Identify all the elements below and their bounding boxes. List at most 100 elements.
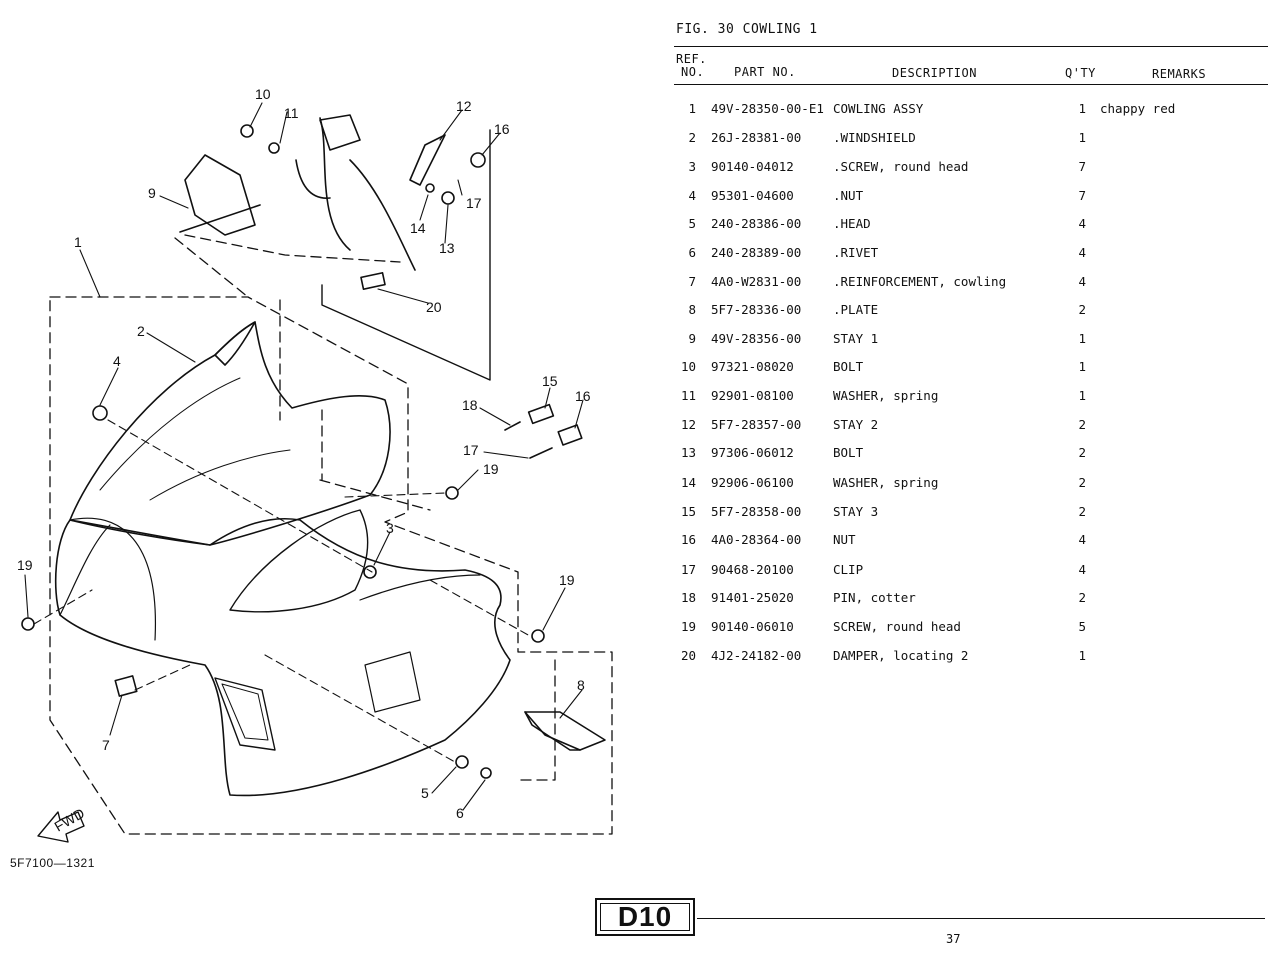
part-description: .REINFORCEMENT, cowling bbox=[833, 274, 1007, 289]
callout-label: 14 bbox=[410, 220, 426, 236]
fwd-label: FWD bbox=[52, 805, 88, 835]
part-number: 5F7-28336-00 bbox=[711, 302, 802, 317]
header-qty: Q'TY bbox=[1065, 66, 1096, 80]
callout-label: 13 bbox=[439, 240, 455, 256]
ref-number: 20 bbox=[680, 648, 696, 663]
cowling-boundary bbox=[49, 296, 613, 835]
page-number: 37 bbox=[946, 932, 961, 946]
drawing-number: 5F7100—1321 bbox=[10, 856, 95, 870]
part-number: 49V-28356-00 bbox=[711, 331, 802, 346]
quantity: 1 bbox=[1078, 331, 1086, 346]
ref-number: 13 bbox=[680, 445, 696, 460]
callout-label: 19 bbox=[483, 461, 499, 477]
part-description: NUT bbox=[833, 532, 856, 547]
part-description: BOLT bbox=[833, 445, 864, 460]
part-description: .HEAD bbox=[833, 216, 871, 231]
footer-rule bbox=[697, 918, 1265, 919]
fwd-arrow-icon bbox=[37, 811, 85, 843]
part-description: SCREW, round head bbox=[833, 619, 961, 634]
part-number: 4J2-24182-00 bbox=[711, 648, 802, 663]
part-number: 91401-25020 bbox=[711, 590, 794, 605]
windshield-outline bbox=[69, 321, 391, 546]
header-ref: REF. bbox=[676, 52, 707, 66]
callout-label: 16 bbox=[494, 121, 510, 137]
callout-label: 5 bbox=[421, 785, 429, 801]
remarks: chappy red bbox=[1100, 101, 1176, 116]
quantity: 1 bbox=[1078, 648, 1086, 663]
callout-label: 2 bbox=[137, 323, 145, 339]
quantity: 5 bbox=[1078, 619, 1086, 634]
part-description: WASHER, spring bbox=[833, 475, 939, 490]
part-description: .NUT bbox=[833, 188, 864, 203]
part-description: .RIVET bbox=[833, 245, 879, 260]
ref-number: 11 bbox=[680, 388, 696, 403]
quantity: 2 bbox=[1078, 417, 1086, 432]
part-number: 92906-06100 bbox=[711, 475, 794, 490]
callout-label: 3 bbox=[386, 520, 394, 536]
ref-number: 19 bbox=[680, 619, 696, 634]
page-code-box: D10 bbox=[595, 898, 695, 936]
callout-label: 16 bbox=[575, 388, 591, 404]
header-description: DESCRIPTION bbox=[892, 66, 977, 80]
quantity: 4 bbox=[1078, 216, 1086, 231]
callout-label: 15 bbox=[542, 373, 558, 389]
part-number: 95301-04600 bbox=[711, 188, 794, 203]
part-description: CLIP bbox=[833, 562, 864, 577]
ref-number: 8 bbox=[688, 302, 696, 317]
callout-label: 1 bbox=[74, 234, 82, 250]
ref-number: 1 bbox=[688, 101, 696, 116]
part-number: 49V-28350-00-E1 bbox=[711, 101, 824, 116]
quantity: 2 bbox=[1078, 302, 1086, 317]
part-description: COWLING ASSY bbox=[833, 101, 924, 116]
part-description: PIN, cotter bbox=[833, 590, 916, 605]
figure-title: FIG. 30 COWLING 1 bbox=[676, 22, 818, 37]
ref-number: 16 bbox=[680, 532, 696, 547]
ref-number: 6 bbox=[688, 245, 696, 260]
callout-label: 17 bbox=[466, 195, 482, 211]
part-number: 90140-06010 bbox=[711, 619, 794, 634]
quantity: 7 bbox=[1078, 188, 1086, 203]
callout-label: 9 bbox=[148, 185, 156, 201]
callout-label: 7 bbox=[102, 737, 110, 753]
part-description: BOLT bbox=[833, 359, 864, 374]
callout-label: 10 bbox=[255, 86, 271, 102]
callout-label: 11 bbox=[284, 105, 299, 121]
quantity: 4 bbox=[1078, 274, 1086, 289]
quantity: 4 bbox=[1078, 245, 1086, 260]
part-description: DAMPER, locating 2 bbox=[833, 648, 969, 663]
part-number: 90468-20100 bbox=[711, 562, 794, 577]
plate-part bbox=[524, 711, 606, 751]
ref-number: 18 bbox=[680, 590, 696, 605]
part-description: .PLATE bbox=[833, 302, 879, 317]
ref-number: 12 bbox=[680, 417, 696, 432]
callout-label: 18 bbox=[462, 397, 478, 413]
part-number: 240-28386-00 bbox=[711, 216, 802, 231]
quantity: 7 bbox=[1078, 159, 1086, 174]
table-row: 20 4J2-24182-00 DAMPER, locating 2 1 bbox=[0, 648, 1271, 668]
part-description: .SCREW, round head bbox=[833, 159, 969, 174]
quantity: 2 bbox=[1078, 445, 1086, 460]
ref-number: 15 bbox=[680, 504, 696, 519]
callout-label: 19 bbox=[17, 557, 33, 573]
part-number: 90140-04012 bbox=[711, 159, 794, 174]
exploded-parts-diagram: 10 11 12 16 9 17 14 13 1 20 2 4 15 16 18… bbox=[17, 86, 613, 843]
callout-label: 6 bbox=[456, 805, 464, 821]
header-part-no: PART NO. bbox=[734, 65, 796, 79]
ref-number: 3 bbox=[688, 159, 696, 174]
part-number: 4A0-28364-00 bbox=[711, 532, 802, 547]
part-description: STAY 3 bbox=[833, 504, 879, 519]
quantity: 1 bbox=[1078, 388, 1086, 403]
ref-number: 10 bbox=[680, 359, 696, 374]
part-description: STAY 1 bbox=[833, 331, 879, 346]
